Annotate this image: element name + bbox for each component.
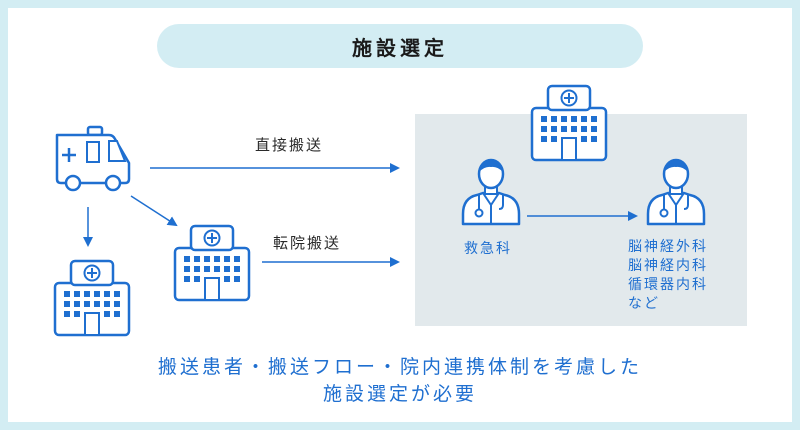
caption: 搬送患者・搬送フロー・院内連携体制を考慮した 施設選定が必要 — [0, 354, 800, 408]
ambulance-icon — [55, 125, 131, 192]
edge-label-direct: 直接搬送 — [255, 136, 324, 154]
doctor-icon — [646, 158, 706, 226]
specialty-item: 循環器内科 — [628, 277, 708, 293]
doctor-icon — [461, 158, 521, 226]
specialty-list: 脳神経外科 脳神経内科 循環器内科 など — [628, 238, 708, 314]
node-label-emergency-dept: 救急科 — [464, 241, 512, 257]
hospital-icon — [530, 84, 608, 162]
edge-label-transfer: 転院搬送 — [273, 234, 342, 252]
specialty-item: など — [628, 296, 660, 312]
hospital-icon — [53, 259, 131, 337]
hospital-icon — [173, 224, 251, 302]
specialty-item: 脳神経内科 — [628, 258, 708, 274]
title-banner: 施設選定 — [157, 24, 643, 68]
specialty-item: 脳神経外科 — [628, 239, 708, 255]
arrow-to-transfer-hospital — [130, 195, 178, 227]
caption-line: 搬送患者・搬送フロー・院内連携体制を考慮した — [157, 356, 642, 378]
title-text: 施設選定 — [352, 35, 448, 60]
caption-line: 施設選定が必要 — [322, 383, 477, 405]
